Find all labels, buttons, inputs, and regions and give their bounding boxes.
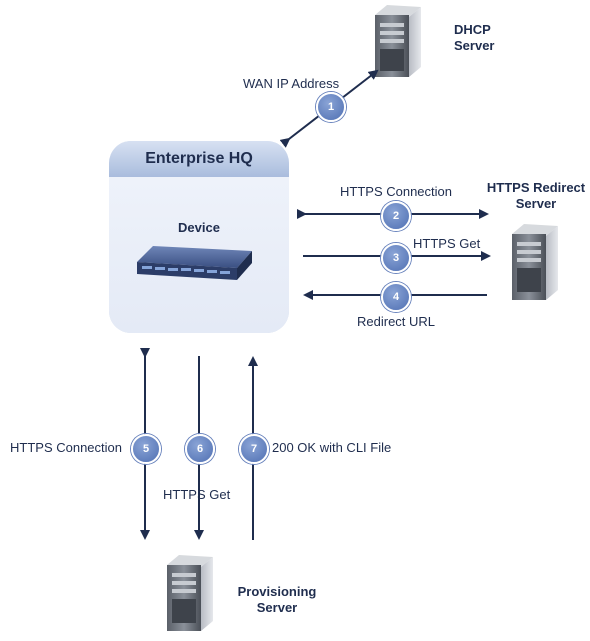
dhcp-server-label-line1: DHCP: [454, 22, 491, 37]
step-5-label: HTTPS Connection: [10, 440, 122, 455]
dhcp-server-label-line2: Server: [454, 38, 495, 53]
redirect-server-icon: [512, 224, 558, 300]
provisioning-server-label-line2: Server: [256, 600, 298, 615]
redirect-server-label-line1: HTTPS Redirect: [486, 180, 586, 195]
step-1-label: WAN IP Address: [243, 76, 340, 91]
step-4-label: Redirect URL: [357, 314, 436, 329]
provisioning-server-label: Provisioning Server: [232, 584, 322, 616]
network-device-icon: [137, 246, 252, 280]
step-6-label: HTTPS Get: [163, 487, 231, 502]
device-label: Device: [178, 220, 220, 235]
step-6-badge: 6: [185, 434, 215, 464]
provisioning-server-icon: [167, 555, 213, 631]
step-2-label: HTTPS Connection: [340, 184, 452, 199]
provisioning-server-label-line1: Provisioning: [237, 584, 317, 599]
dhcp-server-label: DHCP Server: [454, 22, 494, 54]
enterprise-hq-title: Enterprise HQ: [109, 141, 289, 177]
step-3-label: HTTPS Get: [413, 236, 481, 251]
dhcp-server-icon: [375, 5, 421, 77]
step-3-badge: 3: [381, 243, 411, 273]
redirect-server-label-line2: Server: [515, 196, 557, 211]
redirect-server-label: HTTPS Redirect Server: [484, 180, 588, 212]
enterprise-hq-box: Enterprise HQ Device: [109, 141, 289, 333]
step-7-label: 200 OK with CLI File: [272, 440, 392, 455]
step-7-badge: 7: [239, 434, 269, 464]
step-1-badge: 1: [316, 92, 346, 122]
step-5-badge: 5: [131, 434, 161, 464]
step-4-badge: 4: [381, 282, 411, 312]
step-2-badge: 2: [381, 201, 411, 231]
